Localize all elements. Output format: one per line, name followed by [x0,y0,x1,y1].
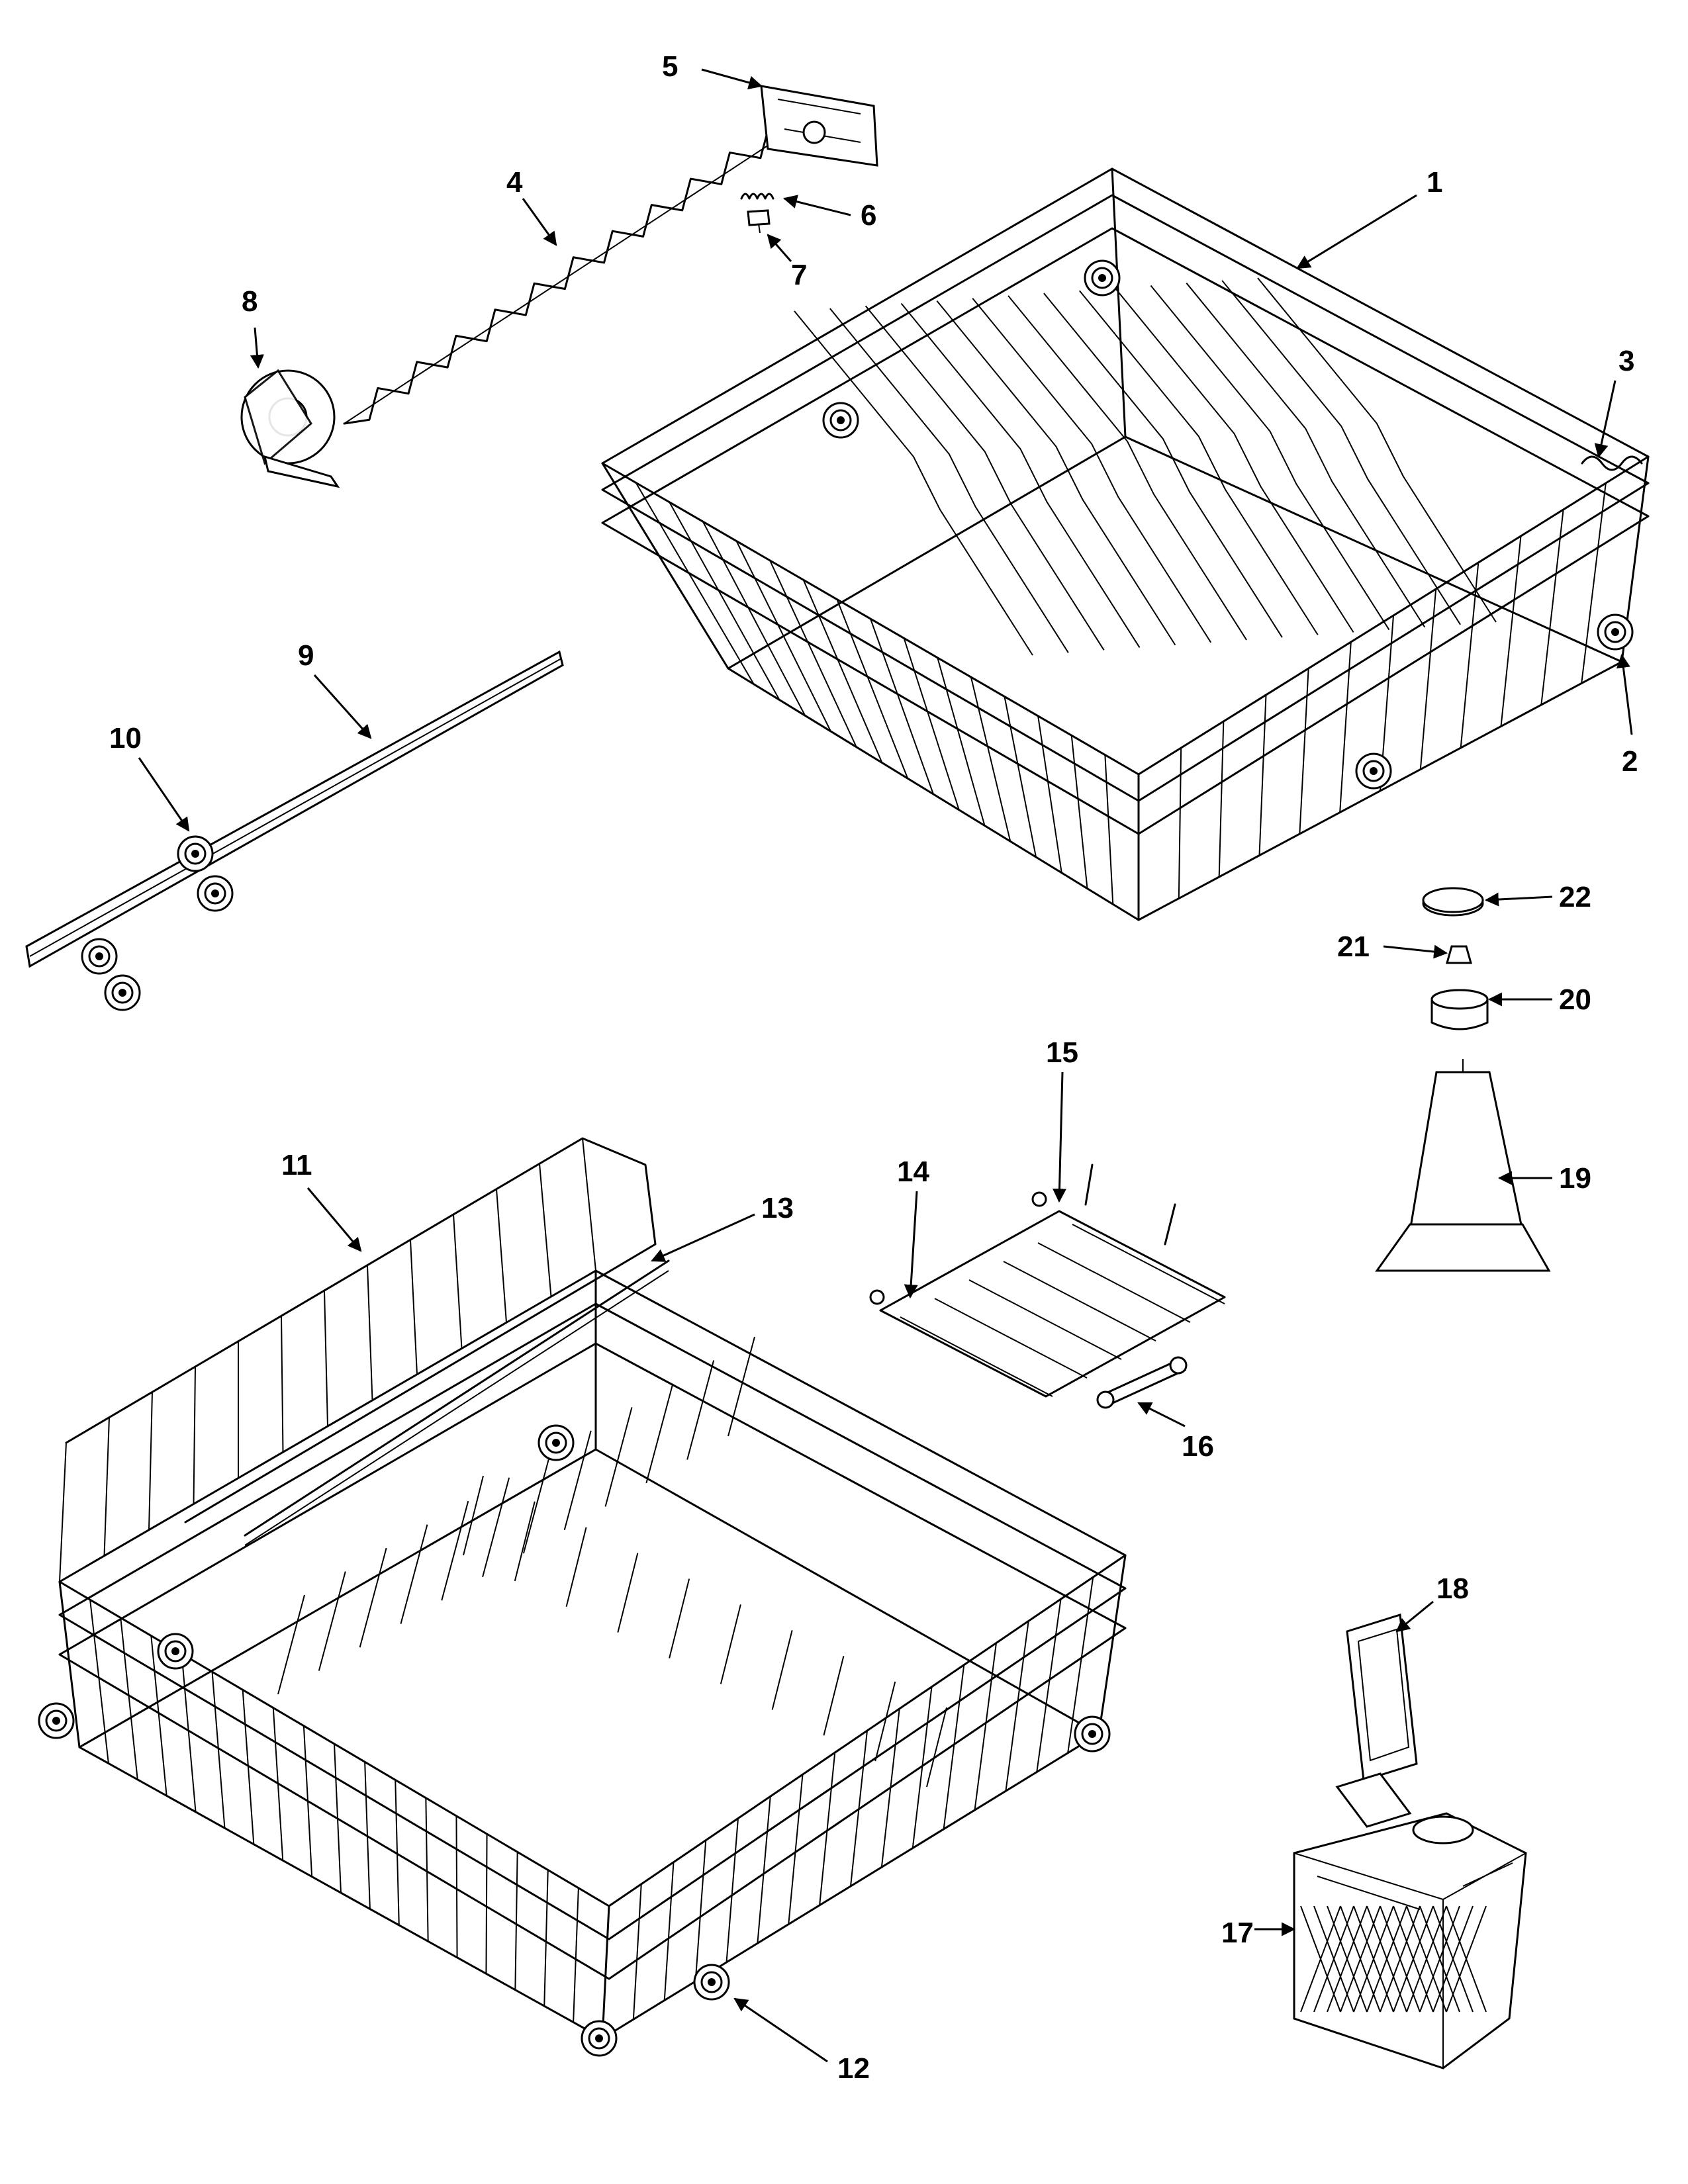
fold-down-tines [869,1163,1226,1398]
callout-4: 4 [506,166,523,199]
tine-clip-rail [1096,1356,1188,1409]
spray-cap [1422,887,1484,917]
spray-nut [1430,989,1489,1030]
spring-part [740,193,774,200]
spray-nozzle [1446,945,1472,964]
callout-16: 16 [1182,1430,1214,1463]
tine-row-strip [343,125,778,425]
rack-bracket [760,85,878,167]
callout-12: 12 [837,2052,870,2085]
callout-19: 19 [1559,1162,1591,1195]
callout-20: 20 [1559,983,1591,1016]
callout-1: 1 [1427,166,1442,199]
callout-10: 10 [109,722,142,754]
callout-8: 8 [242,285,258,318]
pin-part [747,209,771,234]
callout-2: 2 [1622,745,1638,778]
leader-lines [138,68,1633,2063]
lower-rack [38,1137,1127,2057]
basket-lid [1335,1614,1418,1828]
callout-22: 22 [1559,881,1591,913]
callout-7: 7 [791,259,807,291]
callout-13: 13 [761,1192,794,1224]
lower-rack-rod [244,1259,670,1546]
callout-17: 17 [1221,1917,1254,1949]
callout-14: 14 [897,1156,929,1188]
callout-11: 11 [281,1149,312,1181]
callout-6: 6 [861,199,876,232]
rack-clip-part [1581,455,1643,471]
callout-15: 15 [1046,1036,1078,1069]
callout-5: 5 [662,50,678,83]
silverware-basket [1293,1812,1527,2070]
callout-3: 3 [1618,345,1634,377]
callout-9: 9 [298,639,314,672]
spray-tower [1375,1059,1551,1272]
callout-labels: 1 2 3 4 5 6 7 8 9 10 11 12 13 14 15 16 1… [109,50,1638,2085]
upper-rack [601,167,1650,921]
rack-adjuster [240,369,340,488]
callout-21: 21 [1337,931,1370,963]
callout-18: 18 [1436,1572,1469,1605]
rack-rail [25,650,564,1011]
